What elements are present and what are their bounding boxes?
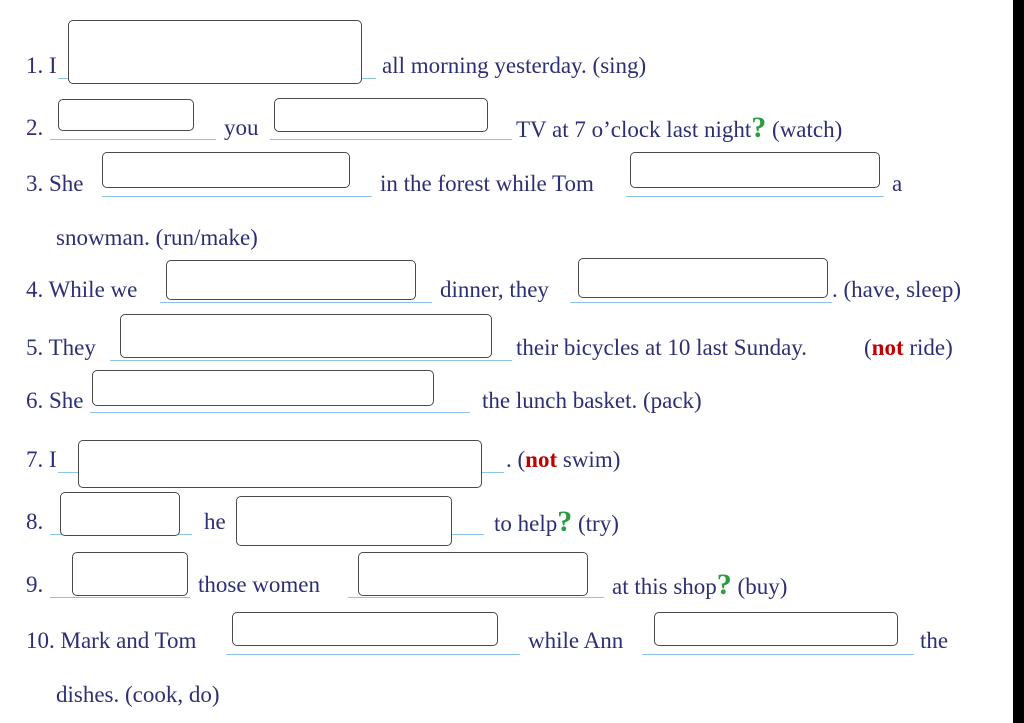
q3-continuation: snowman. (run/make) — [56, 225, 258, 250]
q9-answer-box-2[interactable] — [358, 552, 588, 596]
q3-answer-box-1[interactable] — [102, 152, 350, 188]
q9-text: at this shop? (buy) — [612, 568, 788, 601]
q10-continuation: dishes. (cook, do) — [56, 682, 220, 707]
q4-answer-box-2[interactable] — [578, 258, 828, 298]
q2-underline-1 — [50, 139, 216, 140]
q2-underline-2 — [270, 139, 512, 140]
q1-number: 1. I — [26, 53, 57, 78]
q10-number: 10. Mark and Tom — [26, 628, 197, 653]
q4-number: 4. While we — [26, 277, 138, 302]
q6-underline — [90, 412, 470, 413]
q9-number: 9. — [26, 572, 44, 597]
q3-answer-box-2[interactable] — [630, 152, 880, 188]
q10-underline-1 — [226, 654, 520, 655]
q3-underline-1 — [102, 196, 372, 197]
q9-answer-box-1[interactable] — [72, 552, 188, 596]
q2-answer-box-1[interactable] — [58, 99, 194, 131]
q4-answer-box-1[interactable] — [166, 260, 416, 300]
q8-subject: he — [204, 509, 226, 534]
q2-number: 2. — [26, 115, 44, 140]
q3-middle-text: in the forest while Tom — [380, 171, 594, 196]
q7-number: 7. I — [26, 447, 57, 472]
q5-answer-box[interactable] — [120, 314, 492, 358]
q5-underline — [110, 360, 512, 361]
q4-after: . (have, sleep) — [832, 277, 961, 302]
q1-text: all morning yesterday. (sing) — [382, 53, 647, 78]
q5-number: 5. They — [26, 335, 96, 360]
q8-text: to help? (try) — [494, 505, 619, 538]
q6-text: the lunch basket. (pack) — [482, 388, 702, 413]
q9-question-mark: ? — [716, 568, 732, 601]
q3-underline-2 — [626, 196, 884, 197]
q1-answer-box[interactable] — [68, 20, 362, 84]
q4-underline-2 — [570, 302, 832, 303]
q4-middle-text: dinner, they — [440, 277, 549, 302]
q10-middle-text: while Ann — [528, 628, 624, 653]
q2-text: TV at 7 o’clock last night? (watch) — [516, 111, 843, 144]
q5-hint: (not ride) — [864, 335, 953, 360]
q6-answer-box[interactable] — [92, 370, 434, 406]
q3-number: 3. She — [26, 171, 84, 196]
q5-not-label: not — [871, 335, 904, 360]
q10-underline-2 — [642, 654, 914, 655]
q2-question-mark: ? — [751, 111, 767, 144]
q9-underline-2 — [348, 597, 604, 598]
q10-answer-box-2[interactable] — [654, 612, 898, 646]
q9-underline-1 — [50, 597, 190, 598]
q2-answer-box-2[interactable] — [274, 98, 488, 132]
q8-number: 8. — [26, 509, 44, 534]
q7-answer-box[interactable] — [78, 440, 482, 488]
q8-question-mark: ? — [557, 505, 573, 538]
q8-answer-box-2[interactable] — [236, 496, 452, 546]
q2-subject: you — [224, 115, 259, 140]
q7-not-label: not — [525, 447, 558, 472]
q10-after: the — [920, 628, 949, 653]
q10-answer-box-1[interactable] — [232, 612, 498, 646]
q7-hint: . (not swim) — [506, 447, 621, 472]
q6-number: 6. She — [26, 388, 84, 413]
q8-answer-box-1[interactable] — [60, 492, 180, 536]
q5-text: their bicycles at 10 last Sunday. — [516, 335, 808, 360]
q9-middle-text: those women — [198, 572, 321, 597]
q3-after: a — [892, 171, 903, 196]
q4-underline-1 — [160, 302, 432, 303]
